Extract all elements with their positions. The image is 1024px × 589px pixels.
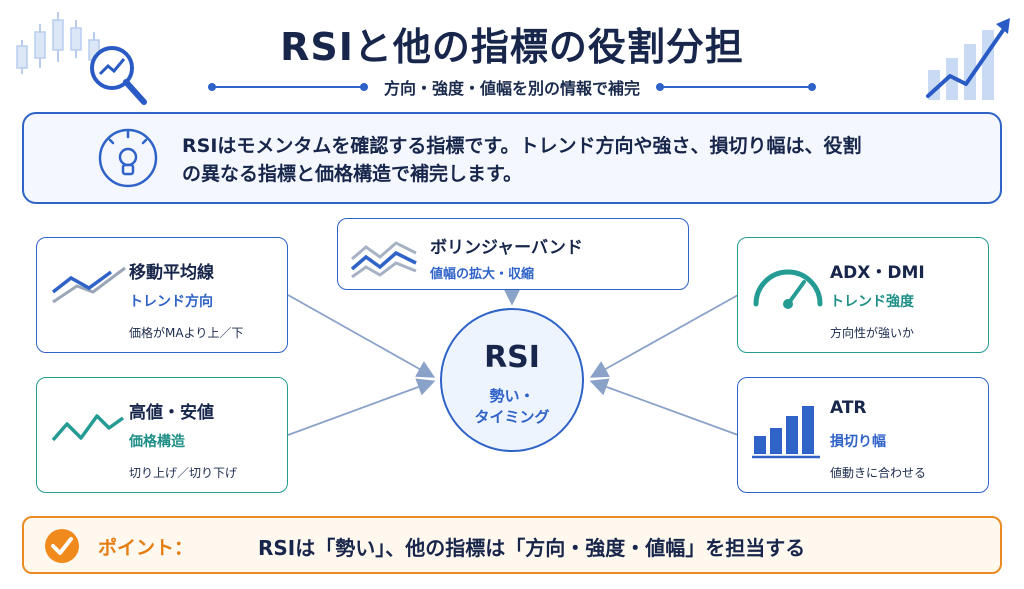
trend-lines-icon: [51, 266, 126, 304]
intro-text: RSIはモメンタムを確認する指標です。トレンド方向や強さ、損切り幅は、役割 の異…: [182, 132, 982, 188]
card-bollinger-bands: ボリンジャーバンド 値幅の拡大・収縮: [337, 218, 689, 290]
candlestick-icon: [16, 12, 100, 74]
zigzag-icon: [51, 414, 125, 442]
arrow-ma: [287, 294, 436, 378]
arrow-atr: [589, 378, 739, 436]
card-moving-average: 移動平均線 トレンド方向 価格がMAより上／下: [36, 237, 288, 353]
arrow-adx: [589, 294, 739, 378]
bar-chart-icon: [752, 406, 820, 459]
intro-line-1: RSIはモメンタムを確認する指標です。トレンド方向や強さ、損切り幅は、役割: [182, 135, 862, 157]
check-circle-icon: [45, 529, 79, 563]
bands-icon: [350, 241, 417, 279]
arrow-hl: [287, 378, 436, 436]
card-title: ADX・DMI: [830, 263, 925, 283]
page-title: RSIと他の指標の役割分担: [280, 25, 744, 69]
card-description: 切り上げ／切り下げ: [129, 466, 238, 480]
gauge-bulb-icon: [98, 128, 158, 188]
card-subtitle: 値幅の拡大・収縮: [430, 267, 535, 282]
point-text: RSIは「勢い」、他の指標は「方向・強度・値幅」を担当する: [258, 536, 806, 560]
speedometer-icon: [753, 269, 823, 309]
card-adx-dmi: ADX・DMI トレンド強度 方向性が強いか: [737, 237, 989, 353]
card-subtitle: 価格構造: [129, 434, 185, 450]
card-subtitle: トレンド方向: [129, 294, 213, 310]
point-label: ポイント：: [98, 537, 194, 559]
card-highs-lows: 高値・安値 価格構造 切り上げ／切り下げ: [36, 377, 288, 493]
subtitle: 方向・強度・値幅を別の情報で補完: [384, 79, 641, 98]
card-description: 値動きに合わせる: [830, 466, 927, 480]
card-title: 移動平均線: [129, 263, 214, 283]
rsi-subtitle-line-2: タイミング: [474, 408, 550, 426]
card-title: ボリンジャーバンド: [430, 238, 583, 258]
rsi-title: RSI: [484, 340, 540, 375]
rsi-subtitle: 勢い・ タイミング: [442, 386, 582, 428]
card-atr: ATR 損切り幅 値動きに合わせる: [737, 377, 989, 493]
card-title: ATR: [830, 398, 867, 418]
divider-right: [656, 83, 817, 91]
card-description: 方向性が強いか: [830, 326, 915, 340]
card-subtitle: トレンド強度: [830, 294, 914, 310]
growth-bars-icon: [926, 18, 1010, 100]
card-title: 高値・安値: [129, 403, 214, 423]
intro-line-2: の異なる指標と価格構造で補完します。: [182, 163, 523, 185]
divider-left: [208, 83, 368, 91]
rsi-subtitle-line-1: 勢い・: [489, 387, 535, 405]
subtitle-row: 方向・強度・値幅を別の情報で補完: [208, 74, 817, 100]
card-description: 価格がMAより上／下: [129, 326, 244, 340]
intro-box: RSIはモメンタムを確認する指標です。トレンド方向や強さ、損切り幅は、役割 の異…: [22, 112, 1002, 204]
magnifier-chart-icon: [90, 46, 147, 105]
point-box: ポイント： RSIは「勢い」、他の指標は「方向・強度・値幅」を担当する: [22, 516, 1002, 574]
card-subtitle: 損切り幅: [830, 434, 886, 450]
rsi-center-node: RSI 勢い・ タイミング: [440, 308, 584, 452]
